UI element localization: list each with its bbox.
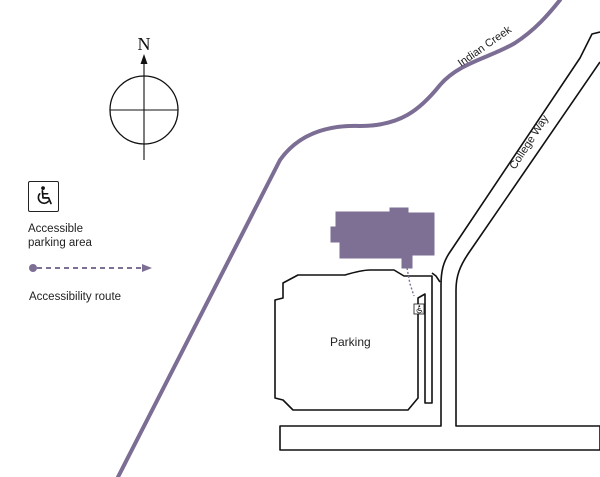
parking-label: Parking xyxy=(330,335,371,349)
compass-rose-icon xyxy=(109,54,179,160)
entry-drive xyxy=(431,272,441,283)
indian-creek xyxy=(116,0,562,477)
legend-accessible-line1: Accessible xyxy=(28,223,83,235)
building xyxy=(330,207,435,269)
accessibility-route-path xyxy=(406,267,415,297)
legend-accessible-line2: parking area xyxy=(28,237,92,249)
wheelchair-icon xyxy=(37,186,52,205)
legend-route-line xyxy=(29,264,152,272)
parking-lot xyxy=(274,269,433,411)
legend-accessibility-route-label: Accessibility route xyxy=(29,291,122,303)
college-way-road xyxy=(279,31,600,451)
accessible-parking-marker xyxy=(413,303,425,315)
compass-north-label: N xyxy=(138,34,151,54)
legend-accessible-parking-icon xyxy=(28,181,59,212)
legend-accessible-parking-label: Accessible parking area xyxy=(28,222,92,250)
